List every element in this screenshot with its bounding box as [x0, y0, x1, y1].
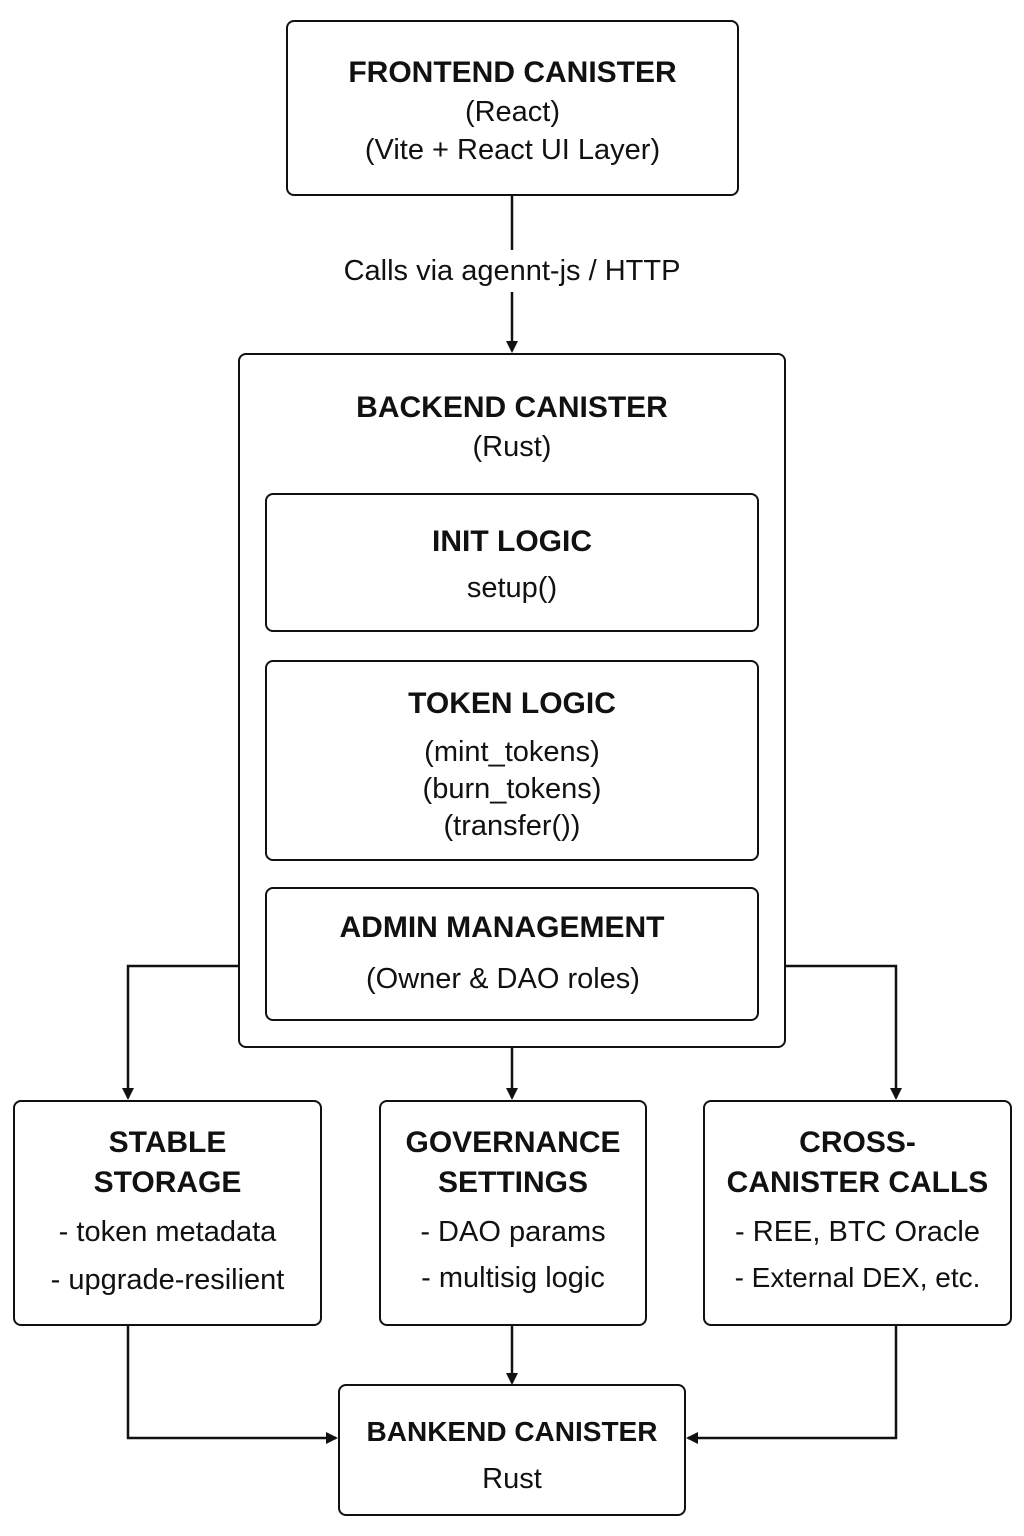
token-logic-box: TOKEN LOGIC (mint_tokens) (burn_tokens) …	[265, 660, 759, 861]
stable-storage-item-2: - upgrade-resilient	[50, 1264, 285, 1296]
governance-settings-box: GOVERNANCE SETTINGS - DAO params - multi…	[379, 1100, 647, 1326]
frontend-canister-box: FRONTEND CANISTER (React) (Vite + React …	[286, 20, 739, 196]
bankend-canister-box: BANKEND CANISTER Rust	[338, 1384, 686, 1516]
token-logic-title: TOKEN LOGIC	[408, 687, 616, 720]
governance-settings-item-2: - multisig logic	[421, 1262, 605, 1294]
bankend-canister-title: BANKEND CANISTER	[366, 1416, 658, 1447]
stable-storage-title-2: STORAGE	[93, 1166, 242, 1199]
init-logic-title: INIT LOGIC	[432, 525, 592, 558]
stable-storage-box: STABLE STORAGE - token metadata - upgrad…	[13, 1100, 322, 1326]
backend-canister-line-1: (Rust)	[472, 431, 552, 463]
admin-management-line-1: (Owner & DAO roles)	[366, 963, 640, 995]
admin-management-title: ADMIN MANAGEMENT	[339, 911, 665, 944]
arrow-backend-to-stable-storage	[122, 964, 238, 1100]
admin-management-box: ADMIN MANAGEMENT (Owner & DAO roles)	[265, 887, 759, 1021]
cross-canister-calls-item-2: - External DEX, etc.	[734, 1262, 981, 1293]
stable-storage-item-1: - token metadata	[58, 1216, 277, 1248]
init-logic-line-1: setup()	[466, 572, 558, 604]
backend-canister-title: BACKEND CANISTER	[356, 391, 668, 424]
frontend-canister-line-2: (Vite + React UI Layer)	[364, 134, 661, 166]
governance-settings-title-2: SETTINGS	[437, 1166, 588, 1199]
stable-storage-title-1: STABLE	[108, 1126, 227, 1159]
cross-canister-calls-box: CROSS- CANISTER CALLS - REE, BTC Oracle …	[703, 1100, 1012, 1326]
edge-label-calls: Calls via agennt-js / HTTP	[343, 255, 681, 287]
token-logic-line-2: (burn_tokens)	[422, 773, 602, 805]
cross-canister-calls-item-1: - REE, BTC Oracle	[735, 1216, 980, 1248]
arrow-backend-to-cross-canister	[786, 964, 902, 1100]
cross-canister-calls-title-1: CROSS-	[799, 1126, 916, 1159]
init-logic-box: INIT LOGIC setup()	[265, 493, 759, 632]
frontend-canister-line-1: (React)	[464, 96, 561, 128]
cross-canister-calls-title-2: CANISTER CALLS	[726, 1166, 989, 1199]
token-logic-line-1: (mint_tokens)	[424, 736, 600, 768]
governance-settings-title-1: GOVERNANCE	[405, 1126, 621, 1159]
arrow-stable-storage-to-bankend	[126, 1326, 338, 1444]
governance-settings-item-1: - DAO params	[420, 1216, 606, 1248]
bankend-canister-line-1: Rust	[482, 1463, 542, 1495]
frontend-canister-title: FRONTEND CANISTER	[348, 56, 677, 89]
arrow-cross-canister-to-bankend	[686, 1326, 898, 1444]
token-logic-line-3: (transfer())	[443, 810, 581, 842]
